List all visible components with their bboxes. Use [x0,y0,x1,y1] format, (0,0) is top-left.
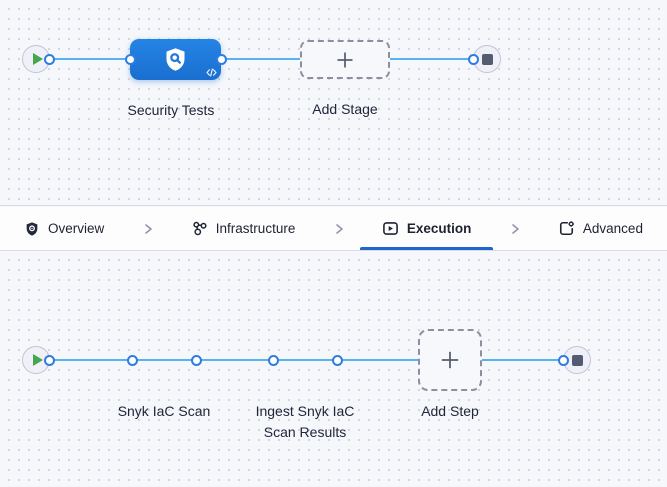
tab-overview[interactable]: Overview [0,207,128,250]
stage-out-port[interactable] [215,53,227,65]
execution-graph-canvas[interactable]: Snyk IaC Scan Ingest Snyk IaC Scan Resul… [0,250,667,487]
end-in-port[interactable] [557,354,569,366]
execution-play-icon [382,222,398,235]
step-graph-edge [49,359,563,361]
tab-label: Infrastructure [215,221,296,236]
play-icon [32,53,43,65]
stage-graph-edge [49,58,473,60]
play-icon [32,354,43,366]
tab-advanced[interactable]: Advanced [534,207,667,250]
step-out-port[interactable] [190,354,202,366]
stop-icon [481,53,493,65]
tab-execution[interactable]: Execution [358,207,496,250]
step-label: Ingest Snyk IaC Scan Results [255,403,355,440]
start-out-port[interactable] [44,354,55,366]
tab-label: Overview [48,221,105,236]
stage-label: Security Tests [127,102,215,118]
step-in-port[interactable] [267,354,279,366]
tab-infrastructure[interactable]: Infrastructure [167,207,320,250]
add-step-label: Add Step [421,403,479,419]
stage-in-port[interactable] [125,53,136,65]
step-out-port[interactable] [331,354,343,366]
step-in-port[interactable] [126,354,138,366]
code-icon [206,68,217,77]
add-step-button[interactable] [418,329,482,391]
stage-node-security-tests[interactable] [130,39,221,80]
tab-label: Execution [406,221,472,236]
execution-end-node [563,346,591,374]
chevron-right-icon [508,207,522,250]
end-in-port[interactable] [467,53,479,65]
chevron-right-icon [332,207,346,250]
advanced-settings-icon [559,221,574,236]
add-stage-label: Add Stage [312,101,378,117]
pipeline-end-node [473,45,501,73]
plus-icon [441,351,459,369]
infrastructure-icon [193,221,207,236]
security-shield-scan-icon [162,46,189,73]
shield-icon [26,221,38,236]
step-label: Snyk IaC Scan [117,403,211,419]
stage-graph-canvas[interactable]: Security Tests Add Stage [0,0,667,206]
tab-label: Advanced [582,221,643,236]
add-stage-button[interactable] [300,40,390,79]
start-out-port[interactable] [44,53,55,65]
stop-icon [571,354,583,366]
chevron-right-icon [141,207,155,250]
plus-icon [337,52,353,67]
stage-config-tabbar: Overview Infrastructure Execution [0,207,667,250]
